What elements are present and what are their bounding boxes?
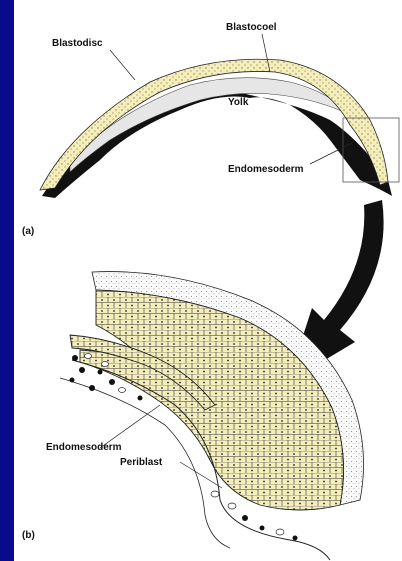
panel-a-tag: (a) bbox=[22, 226, 34, 237]
blastocoel-cavity bbox=[70, 78, 350, 172]
label-endomesoderm-b: Endomesoderm bbox=[46, 442, 122, 453]
label-blastocoel: Blastocoel bbox=[226, 22, 277, 33]
label-endomesoderm-a: Endomesoderm bbox=[228, 164, 304, 175]
label-blastodisc: Blastodisc bbox=[52, 38, 103, 49]
panel-b-tag: (b) bbox=[22, 530, 35, 541]
label-yolk: Yolk bbox=[228, 97, 248, 108]
label-periblast: Periblast bbox=[120, 457, 162, 468]
